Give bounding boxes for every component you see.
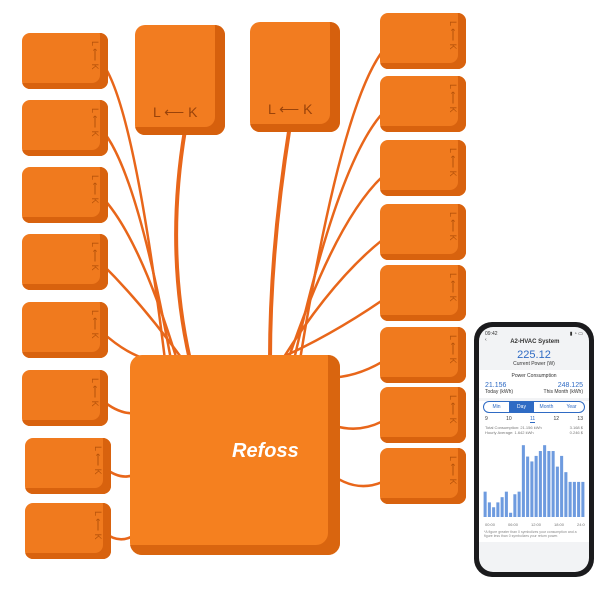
bar — [551, 451, 555, 517]
back-icon[interactable]: ‹ — [485, 337, 487, 343]
current-clamp: L ⟵ K — [22, 302, 108, 358]
day-9[interactable]: 9 — [485, 416, 488, 422]
bar — [496, 502, 500, 517]
current-clamp: L ⟵ K — [380, 387, 466, 443]
bar — [513, 494, 517, 517]
current-clamp: L ⟵ K — [380, 265, 466, 321]
day-11[interactable]: 11 — [530, 416, 536, 423]
x-tick: 00:00 — [485, 522, 496, 527]
x-tick: 18:00 — [554, 522, 565, 527]
today-value: 21.156 — [485, 382, 507, 389]
total-consumption: Total Consumption: 21.156 kWh — [485, 425, 542, 430]
app-screen: 09:42 ▮ ◔ ▭ ‹ A2-HVAC System 225.12 Curren… — [479, 327, 589, 572]
hourly-chart: 00:00 06:00 12:00 18:00 24:00 — [483, 445, 585, 527]
bar — [572, 481, 576, 517]
bar — [521, 445, 525, 517]
cable — [268, 124, 292, 361]
current-clamp: L ⟵ K — [25, 438, 111, 494]
cable — [298, 42, 391, 361]
bar — [555, 466, 559, 517]
cable — [280, 232, 391, 361]
current-clamp: L ⟵ K — [22, 167, 108, 223]
tab-min[interactable]: Min — [492, 404, 501, 410]
bar — [509, 512, 513, 517]
day-10[interactable]: 10 — [506, 416, 512, 422]
tab-day[interactable]: Day — [509, 402, 534, 412]
day-12[interactable]: 12 — [553, 416, 560, 422]
brand-logo: Refoss — [232, 440, 299, 462]
current-clamp: L ⟵ K — [380, 140, 466, 196]
footnote: *A figure greater than 0 symbolizes your… — [484, 530, 577, 538]
phone: 09:42 ▮ ◔ ▭ ‹ A2-HVAC System 225.12 Curren… — [474, 322, 594, 577]
cable — [101, 196, 179, 361]
current-power: 225.12 — [517, 349, 551, 361]
month-value: 248.125 — [557, 382, 583, 389]
current-clamp: L ⟵ K — [25, 503, 111, 559]
today-label: Today (kWh) — [485, 389, 514, 395]
x-tick: 12:00 — [531, 522, 542, 527]
bar — [504, 491, 508, 517]
tab-month[interactable]: Month — [539, 404, 554, 410]
page-title: A2-HVAC System — [510, 339, 560, 345]
status-icons: ▮ ◔ ▭ — [569, 331, 583, 337]
cable — [286, 169, 391, 361]
bar — [487, 502, 491, 517]
tab-year[interactable]: Year — [566, 404, 577, 410]
consumption-card: Power Consumption 21.156 248.125 Today (k… — [479, 370, 589, 398]
bar — [581, 481, 585, 517]
current-clamp: L ⟵ K — [380, 204, 466, 260]
current-power-label: Current Power (W) — [513, 361, 555, 367]
bar — [500, 497, 504, 517]
bar — [543, 445, 547, 517]
month-label: This Month (kWh) — [543, 389, 583, 395]
current-clamp: L ⟵ K — [22, 100, 108, 156]
current-clamp: L ⟵ K — [380, 76, 466, 132]
bar — [526, 456, 530, 517]
bar — [560, 455, 564, 517]
consumption-title: Power Consumption — [511, 373, 557, 379]
current-clamp: L ⟵ K — [380, 327, 466, 383]
cable — [275, 293, 391, 362]
x-tick: 24:00 — [577, 522, 585, 527]
large-clamp-2: L ⟵ K — [250, 22, 340, 132]
total-cost: 3.168 $ — [569, 425, 583, 430]
hourly-average: Hourly Average: 1.642 kWh — [485, 430, 534, 435]
bar — [492, 507, 496, 517]
day-13[interactable]: 13 — [577, 416, 583, 422]
x-tick: 06:00 — [508, 522, 519, 527]
day-selector: 9 10 11 12 13 — [479, 416, 589, 423]
bar — [564, 472, 568, 517]
bar — [568, 481, 572, 517]
cable — [174, 129, 192, 361]
current-clamp: L ⟵ K — [380, 448, 466, 504]
bar — [483, 491, 487, 517]
cable — [101, 263, 185, 361]
bar — [577, 481, 581, 517]
status-time: 09:42 — [485, 331, 498, 337]
bar — [534, 455, 538, 517]
current-clamp: L ⟵ K — [22, 33, 108, 89]
average-cost: 0.246 $ — [569, 430, 583, 435]
current-clamp: L ⟵ K — [22, 234, 108, 290]
bar — [547, 451, 551, 517]
bar — [517, 491, 521, 517]
current-clamp: L ⟵ K — [380, 13, 466, 69]
large-clamp-1: L ⟵ K — [135, 25, 225, 135]
period-tabs: Min Day Month Year — [483, 401, 585, 413]
current-clamp: L ⟵ K — [22, 370, 108, 426]
energy-monitor-hub — [130, 355, 340, 555]
bar — [538, 451, 542, 517]
bar — [530, 461, 534, 517]
